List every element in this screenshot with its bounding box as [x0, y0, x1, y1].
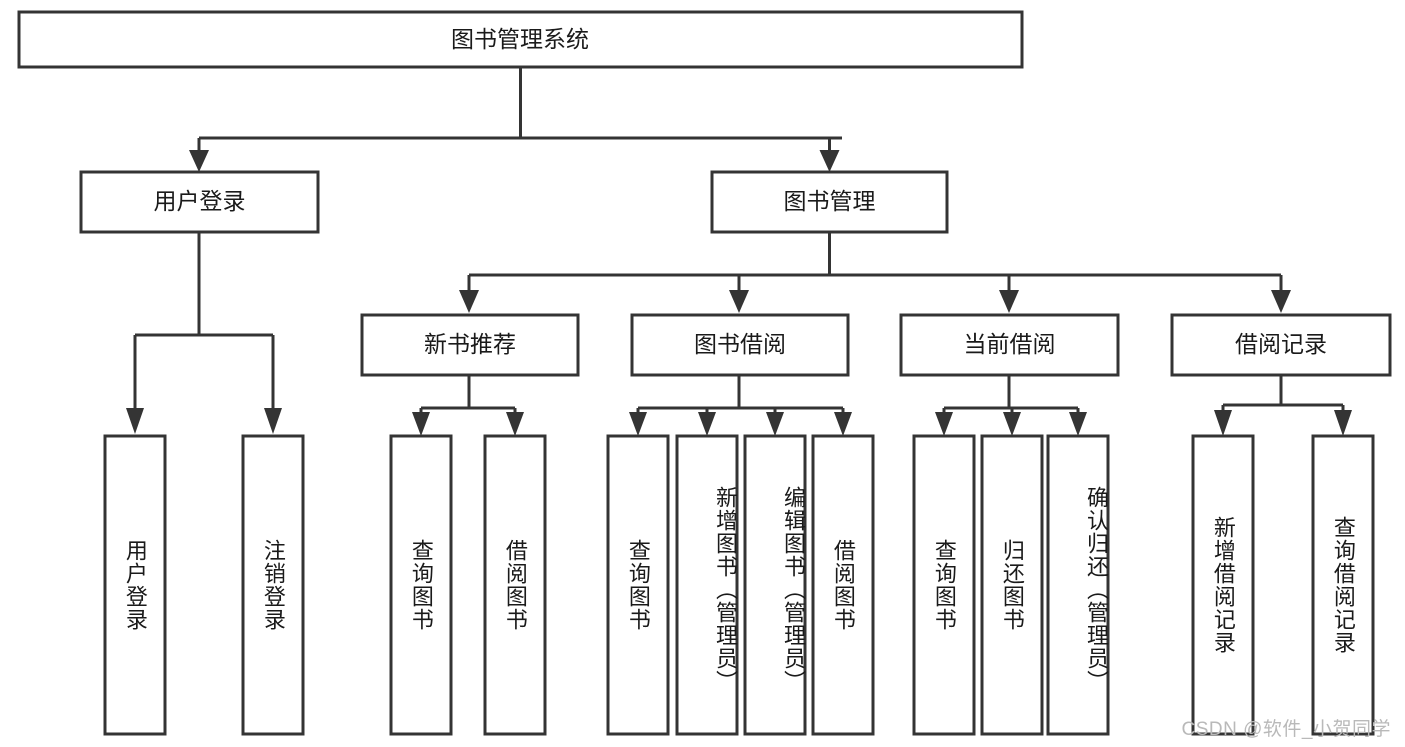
arrow-leaf-user-login [126, 408, 144, 434]
node-book-borrow-box[interactable] [630, 313, 850, 377]
node-new-book-recommend[interactable]: 新书推荐 [360, 313, 580, 377]
node-current-borrow-box[interactable] [899, 313, 1120, 377]
arrow-leaf-add-record [1214, 410, 1232, 436]
connector-group-book-borrow [629, 375, 852, 436]
leaf-user-login-box[interactable] [103, 434, 167, 736]
leaf-logout-box[interactable] [241, 434, 305, 736]
leaf-borrow-book-1-box[interactable] [483, 434, 547, 736]
arrow-leaf-add-book [698, 412, 716, 436]
node-book-borrow[interactable]: 图书借阅 [630, 313, 850, 377]
arrow-new-book-recommend [459, 290, 479, 313]
arrow-leaf-confirm-return [1069, 412, 1087, 436]
arrow-leaf-borrow-book-1 [506, 412, 524, 436]
connector-group-new-book-recommend [412, 375, 524, 436]
node-book-manage-label: 图书管理 [784, 188, 876, 214]
leaf-query-book-3-box[interactable] [912, 434, 976, 736]
arrow-leaf-query-record [1334, 410, 1352, 436]
node-current-borrow[interactable]: 当前借阅 [899, 313, 1120, 377]
leaf-return-book-box[interactable] [980, 434, 1044, 736]
connector-group-book-manage [459, 232, 1291, 313]
node-borrow-record-box[interactable] [1170, 313, 1392, 377]
node-new-book-recommend-box[interactable] [360, 313, 580, 377]
arrow-leaf-return-book [1003, 412, 1021, 436]
node-current-borrow-label: 当前借阅 [964, 331, 1056, 357]
connector-group-current-borrow [935, 375, 1087, 436]
connector-group-root [189, 67, 842, 172]
arrow-leaf-logout [264, 408, 282, 434]
node-new-book-recommend-label: 新书推荐 [424, 331, 516, 357]
arrow-leaf-query-book-2 [629, 412, 647, 436]
leaf-confirm-return-box[interactable] [1046, 434, 1110, 736]
arrow-borrow-record [1271, 290, 1291, 313]
node-user-login-label: 用户登录 [154, 188, 246, 214]
node-root[interactable]: 图书管理系统 [17, 10, 1024, 69]
node-root-label: 图书管理系统 [451, 26, 589, 52]
connector-group-borrow-record [1214, 375, 1352, 436]
leaf-query-book-2-box[interactable] [606, 434, 670, 736]
node-borrow-record-label: 借阅记录 [1235, 331, 1327, 357]
leaf-query-record-box[interactable] [1311, 434, 1375, 736]
connector-group-user-login [126, 232, 282, 434]
node-book-manage[interactable]: 图书管理 [710, 170, 949, 234]
node-root-box[interactable] [17, 10, 1024, 69]
arrow-leaf-borrow-book-2 [834, 412, 852, 436]
watermark-text: CSDN @软件_小贺同学 [1181, 719, 1391, 740]
arrow-leaf-query-book-3 [935, 412, 953, 436]
node-user-login[interactable]: 用户登录 [79, 170, 320, 234]
leaf-edit-book-box[interactable] [743, 434, 807, 736]
arrow-current-borrow [999, 290, 1019, 313]
arrow-book-borrow [729, 290, 749, 313]
leaf-add-book-box[interactable] [675, 434, 739, 736]
leaf-boxes [103, 434, 1375, 736]
arrow-leaf-query-book-1 [412, 412, 430, 436]
arrow-user-login [189, 150, 209, 172]
leaf-add-record-box[interactable] [1191, 434, 1255, 736]
node-book-borrow-label: 图书借阅 [694, 331, 786, 357]
arrow-book-manage [819, 150, 840, 172]
leaf-borrow-book-2-box[interactable] [811, 434, 875, 736]
leaf-query-book-1-box[interactable] [389, 434, 453, 736]
node-user-login-box[interactable] [79, 170, 320, 234]
node-book-manage-box[interactable] [710, 170, 949, 234]
node-borrow-record[interactable]: 借阅记录 [1170, 313, 1392, 377]
arrow-leaf-edit-book [766, 412, 784, 436]
